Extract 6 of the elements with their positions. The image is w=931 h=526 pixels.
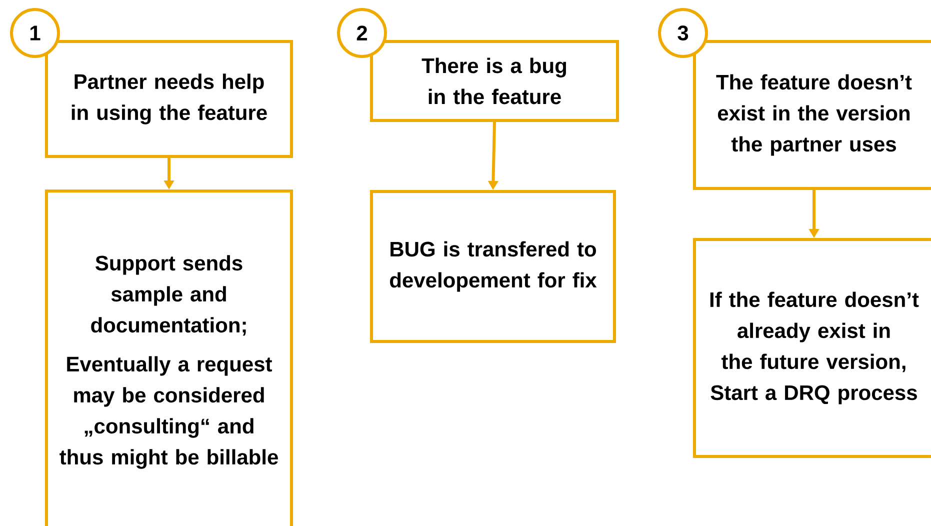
process-box: The feature doesn’t exist in the version the partner uses	[693, 40, 931, 190]
process-box: There is a bug in the feature	[370, 40, 619, 122]
process-box: Support sends sample and documentation; Eventually a request may be considered „consulting“ and thus might be billable	[45, 190, 293, 526]
process-box: BUG is transfered to developement for fix	[370, 190, 616, 343]
process-box: If the feature doesn’t already exist in the future version, Start a DRQ process	[693, 238, 931, 458]
process-box: Partner needs help in using the feature	[45, 40, 293, 158]
